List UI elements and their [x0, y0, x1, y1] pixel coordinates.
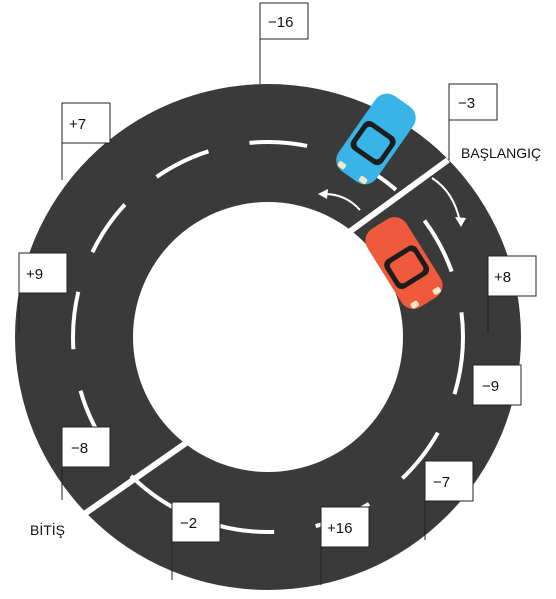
- car-icon: [365, 217, 443, 309]
- sign-text: −16: [268, 14, 293, 31]
- sign-right-lower: −9: [472, 364, 522, 407]
- finish-label: BİTİŞ: [30, 521, 65, 538]
- sign-text: +9: [26, 266, 43, 283]
- sign-text: +8: [494, 269, 511, 286]
- sign-text: −2: [180, 515, 197, 532]
- sign-start: −3: [448, 83, 498, 160]
- sign-text: +16: [327, 520, 352, 537]
- blue-car: [336, 93, 416, 185]
- sign-right-upper: +8: [487, 255, 537, 333]
- direction-arrow-right: [431, 177, 466, 227]
- sign-text: −9: [482, 378, 499, 395]
- car-icon: [336, 93, 416, 185]
- sign-bottom-left: −2: [171, 501, 221, 580]
- sign-top: −16: [259, 2, 309, 84]
- lane-marking: [71, 140, 465, 534]
- sign-bottom-right: −7: [424, 460, 474, 540]
- sign-text: −3: [458, 95, 475, 112]
- sign-left-lower: −8: [61, 426, 111, 500]
- sign-left: +9: [18, 252, 68, 333]
- sign-text: −7: [433, 474, 450, 491]
- start-label: BAŞLANGIÇ: [461, 145, 541, 161]
- finish-line: [78, 440, 188, 520]
- sign-bottom: +16: [320, 506, 370, 585]
- direction-arrow-left: [318, 189, 361, 211]
- red-car: [365, 217, 443, 309]
- sign-text: +7: [69, 116, 86, 133]
- sign-text: −8: [71, 440, 88, 457]
- start-line: [343, 157, 450, 238]
- track-center: [133, 202, 403, 472]
- sign-upper-left: +7: [61, 102, 111, 180]
